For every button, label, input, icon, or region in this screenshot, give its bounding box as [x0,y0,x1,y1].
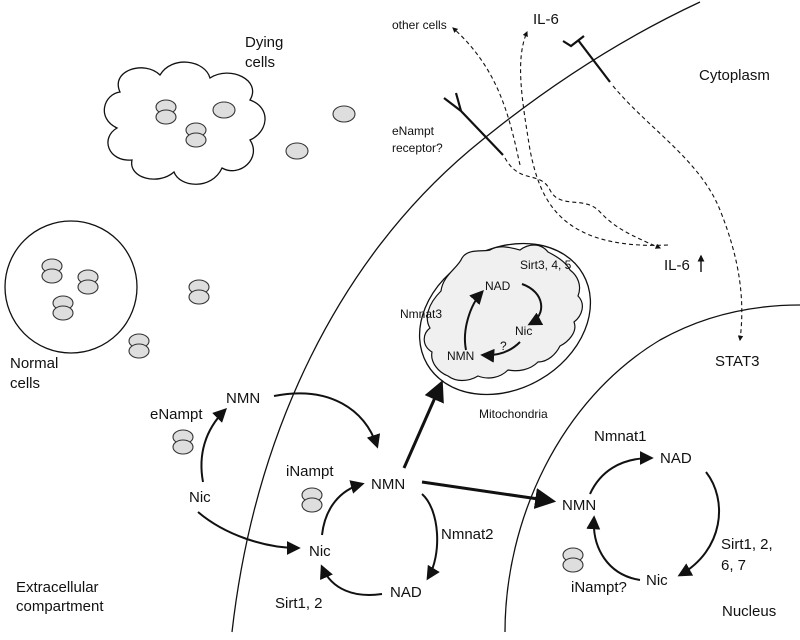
nic-to-nmn-extracellular-arrow [200,408,227,483]
normal-cell-proteins [41,258,99,321]
extracellular-nic-label: Nic [189,489,211,506]
stat3-label: STAT3 [715,353,759,370]
nmnat1-label: Nmnat1 [594,428,647,445]
il6-extracellular-label: IL-6 [533,11,559,28]
extracellular-nmn-label: NMN [226,390,260,407]
nuc-nad-to-nic-arrow [677,471,720,577]
sirt345-label: Sirt3, 4, 5 [520,258,572,272]
dying-cell-proteins [155,99,236,148]
nuc-nmn-to-nad-arrow [589,451,654,495]
cytoplasm-nic-label: Nic [309,543,331,560]
enampt-receptor-label-2: receptor? [392,141,443,155]
mito-nmn-to-nad-arrow [464,289,484,351]
normal-cells-label: Normal [10,355,58,372]
mito-nad-to-nic-arrow [521,283,544,326]
nad-to-nic-cytoplasm-arrow [320,564,383,596]
cytoplasm-nad-label: NAD [390,584,422,601]
nmn-to-nucleus-arrow [421,480,557,509]
nucleus-nic-label: Nic [646,572,668,589]
dying-cells-label-2: cells [245,54,275,71]
cell-membrane [231,1,701,633]
sirt12-label: Sirt1, 2 [275,595,323,612]
receptor-icon [443,92,504,156]
nucleus-label: Nucleus [722,603,776,620]
il6-receptor-icon [562,35,611,83]
mito-question-label: ? [500,339,507,353]
normal-cells-label-2: cells [10,375,40,392]
nuc-nic-to-nmn-arrow [586,515,641,581]
il6-cytoplasm-label: IL-6 [664,257,690,274]
dying-cells-label: Dying [245,34,283,51]
sirt1267-label: Sirt1, 2, [721,536,773,553]
nucleus-nad-label: NAD [660,450,692,467]
other-cells-label: other cells [392,18,447,32]
released-proteins [128,105,356,359]
inampt-nucleus-label: iNampt? [571,579,627,596]
mito-nmn-label: NMN [447,349,474,363]
receptor-to-il6-path [504,157,662,249]
mito-nic-label: Nic [515,324,532,338]
normal-cell [4,220,138,354]
mitochondria-label: Mitochondria [479,407,548,421]
inampt-label: iNampt [286,463,334,480]
enampt-protein [172,429,194,455]
inampt-protein [301,487,323,513]
extracellular-nmn-to-cytoplasm-arrow [273,392,381,449]
enampt-label: eNampt [150,406,203,423]
mito-nad-label: NAD [485,279,511,293]
il6-to-stat3-path [612,85,744,342]
nmn-to-mitochondria-arrow [402,380,444,469]
nmnat2-label: Nmnat2 [441,526,494,543]
cytoplasm-label: Cytoplasm [699,67,770,84]
sirt1267-label-2: 6, 7 [721,557,746,574]
nmn-to-nad-cytoplasm-arrow [421,493,440,581]
mito-nic-to-nmn-arrow [480,341,521,363]
extracellular-label: Extracellular [16,579,99,596]
nmnat3-label: Nmnat3 [400,307,442,321]
nic-to-nmn-cytoplasm-arrow [321,480,365,536]
mitochondria-inner [423,244,583,382]
extracellular-label-2: compartment [16,598,104,615]
il6-secretion-path [520,30,669,246]
inampt-nucleus-protein [562,547,584,573]
enampt-receptor-label: eNampt [392,124,435,138]
nuclear-envelope [504,304,800,633]
dying-cell [103,61,266,185]
extracellular-nic-to-cytoplasm-arrow [197,511,301,555]
cytoplasm-nmn-label: NMN [371,476,405,493]
nucleus-nmn-label: NMN [562,497,596,514]
to-other-cells-path [452,27,521,166]
